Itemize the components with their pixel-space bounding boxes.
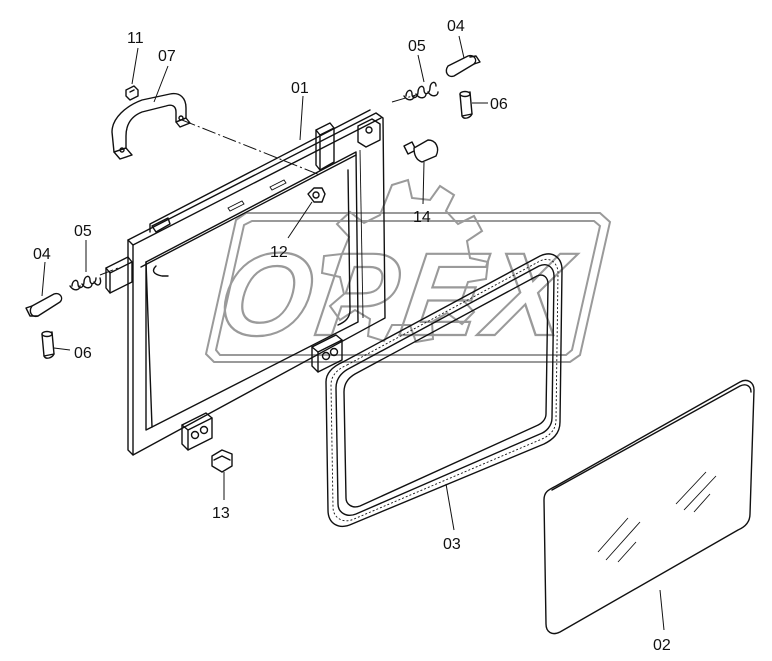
part-labels: 11 07 01 05 04 06 14 12 05 04 06 13 03 0… — [33, 18, 671, 654]
label-14: 14 — [413, 209, 431, 226]
handle — [111, 92, 191, 160]
leader-lines — [41, 35, 665, 631]
label-01: 01 — [291, 80, 309, 97]
label-04-right: 04 — [447, 18, 465, 35]
label-07: 07 — [158, 48, 176, 65]
spring-05-left — [69, 275, 102, 291]
nut-12 — [307, 187, 326, 203]
label-06-right: 06 — [490, 96, 508, 113]
pin-04-right — [445, 54, 481, 78]
spring-05-right — [403, 81, 439, 101]
assembly-line-pin-left — [99, 267, 119, 276]
pin-06-left — [41, 330, 55, 359]
glass-pane — [543, 379, 755, 635]
watermark-text: OPEX — [211, 230, 581, 361]
bolt-13 — [211, 449, 233, 473]
label-02: 02 — [653, 637, 671, 654]
label-03: 03 — [443, 536, 461, 553]
pin-06-right — [459, 90, 473, 119]
pin-04-left — [25, 292, 63, 318]
label-12: 12 — [270, 244, 288, 261]
watermark: OPEX — [204, 178, 612, 363]
window-frame — [105, 109, 386, 456]
window-seal — [325, 253, 563, 528]
label-13: 13 — [212, 505, 230, 522]
label-04-left: 04 — [33, 246, 51, 263]
stopper-14 — [403, 139, 439, 163]
label-05-left: 05 — [74, 223, 92, 240]
label-06-left: 06 — [74, 345, 92, 362]
assembly-line-pin-right — [391, 94, 417, 103]
label-05-right: 05 — [408, 38, 426, 55]
label-11: 11 — [127, 30, 144, 47]
screw-11 — [125, 85, 139, 101]
assembly-line-handle — [181, 119, 321, 176]
watermark-banner — [204, 212, 612, 363]
watermark-gear-icon — [320, 178, 490, 344]
